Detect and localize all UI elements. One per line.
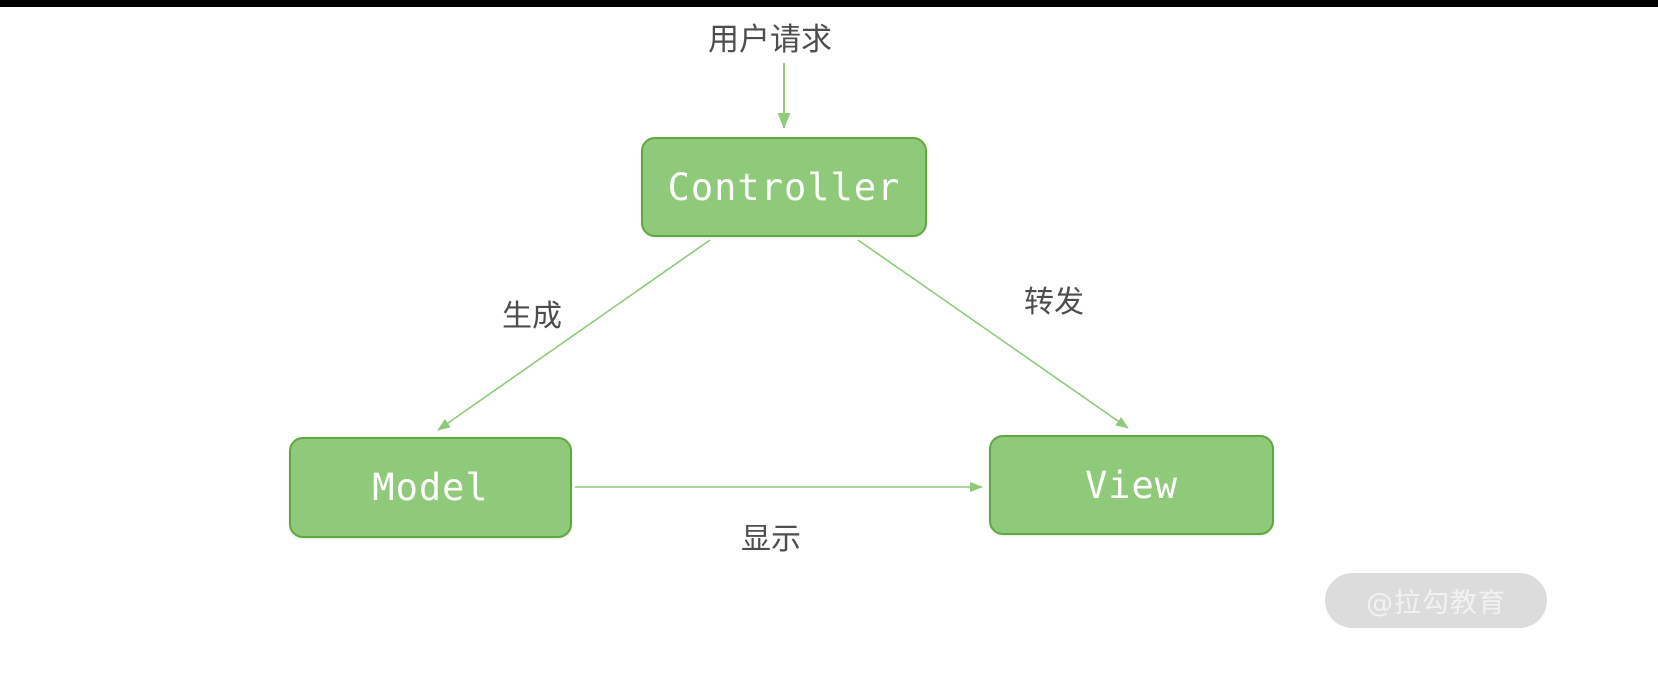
node-model[interactable]: Model: [289, 437, 572, 538]
edge-label-user-request: 用户请求: [708, 22, 832, 58]
watermark-text: @拉勾教育: [1366, 588, 1506, 619]
edge-label-forward: 转发: [1024, 285, 1084, 320]
edge-label-display: 显示: [741, 522, 801, 557]
edge-controller-to-view: [857, 239, 1129, 429]
edge-label-generate: 生成: [502, 299, 562, 334]
top-black-bar: [0, 0, 1658, 7]
node-controller[interactable]: Controller: [641, 137, 927, 237]
watermark-badge: @拉勾教育: [1325, 573, 1547, 628]
edge-controller-to-model: [437, 239, 711, 431]
node-view[interactable]: View: [989, 435, 1274, 535]
